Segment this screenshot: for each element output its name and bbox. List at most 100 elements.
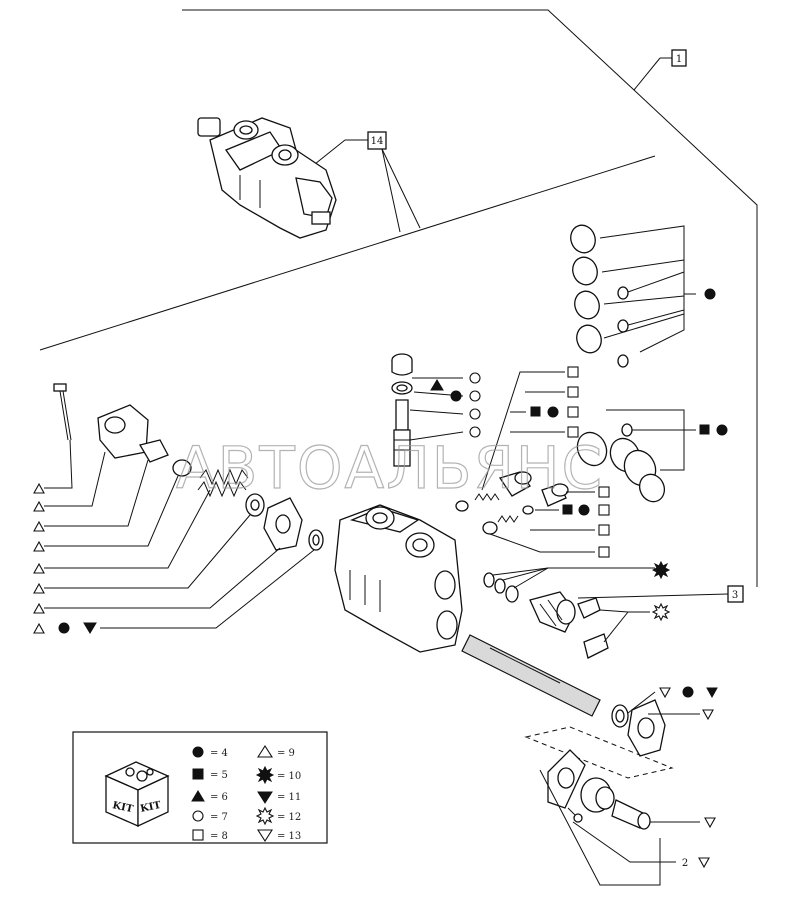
open-circle-symbol <box>469 408 481 420</box>
filled-circle-symbol <box>704 288 716 300</box>
piston-cap[interactable] <box>580 777 615 813</box>
open-triangle-up-symbol <box>33 500 45 512</box>
o-ring-set-lower[interactable] <box>572 409 696 506</box>
complete-valve-assembly[interactable] <box>197 117 337 239</box>
kit-label-right: KIT <box>139 800 162 815</box>
seal-rings-row[interactable] <box>483 567 655 603</box>
filled-square-symbol <box>699 424 710 435</box>
left-seal-ring[interactable] <box>308 529 324 551</box>
open-star-symbol <box>651 602 671 622</box>
open-triangle-down-symbol <box>659 687 671 699</box>
spring-cover[interactable] <box>97 404 149 459</box>
filled-triangle-down-symbol <box>706 687 718 699</box>
legend-filled-circle-icon <box>192 746 204 758</box>
legend-open-square-icon <box>192 829 204 841</box>
open-triangle-up-symbol <box>33 582 45 594</box>
leaders-left <box>44 439 315 629</box>
kit-label-left: KIT <box>111 800 134 815</box>
callout-14-label: 14 <box>371 136 384 147</box>
valve-body[interactable] <box>334 504 463 653</box>
poppet-plug[interactable] <box>498 471 532 497</box>
callout-1[interactable]: 1 <box>633 49 687 91</box>
washer-top[interactable] <box>391 381 413 395</box>
callout-14[interactable]: 14 <box>309 131 421 233</box>
filled-circle-symbol <box>58 622 70 634</box>
legend-entry-10: = 10 <box>277 771 301 782</box>
open-triangle-up-symbol <box>33 540 45 552</box>
filled-triangle-down-symbol <box>83 622 97 634</box>
legend-entry-7: = 7 <box>210 812 228 823</box>
open-triangle-down-symbol <box>702 709 714 721</box>
plunger[interactable] <box>393 399 411 467</box>
open-triangle-up-symbol <box>33 622 45 634</box>
legend-entry-11: = 11 <box>277 792 301 803</box>
spring-retainer[interactable] <box>245 493 265 517</box>
open-triangle-down-symbol <box>698 857 710 869</box>
open-square-symbol <box>567 386 579 398</box>
filled-square-symbol <box>562 504 573 515</box>
left-cover-plate[interactable] <box>263 497 303 551</box>
adjuster-caps[interactable] <box>577 597 609 659</box>
open-triangle-up-symbol <box>33 482 45 494</box>
filled-circle-symbol <box>716 424 728 436</box>
callout-3-box[interactable] <box>727 585 744 603</box>
legend-entry-8: = 8 <box>210 831 228 842</box>
relief-spring-lower[interactable] <box>482 505 534 535</box>
mounting-flange[interactable] <box>547 749 586 809</box>
plug-shaft[interactable] <box>611 799 651 830</box>
open-square-symbol <box>598 546 610 558</box>
open-square-symbol <box>567 426 579 438</box>
open-triangle-up-symbol <box>33 520 45 532</box>
open-circle-symbol <box>469 390 481 402</box>
check-plug[interactable] <box>541 483 569 507</box>
kit-box-icon: KIT KIT <box>104 761 170 828</box>
legend-filled-star-icon <box>255 765 275 785</box>
filled-circle-symbol <box>450 390 462 402</box>
open-square-symbol <box>567 406 579 418</box>
legend-filled-square-icon <box>192 768 204 780</box>
legend-entry-4: = 4 <box>210 748 228 759</box>
open-square-symbol <box>598 504 610 516</box>
filled-circle-symbol <box>682 686 694 698</box>
filled-triangle-symbol <box>430 379 444 391</box>
callout-3-label: 3 <box>732 590 738 601</box>
open-square-symbol <box>598 486 610 498</box>
legend-open-star-icon <box>255 806 275 826</box>
open-circle-symbol <box>469 372 481 384</box>
spool[interactable] <box>461 634 601 717</box>
legend-filled-triangle-down-icon <box>257 791 273 804</box>
relief-valve-cartridge[interactable] <box>529 591 576 633</box>
bolt[interactable] <box>567 807 583 823</box>
open-triangle-up-symbol <box>33 562 45 574</box>
relief-spring-upper[interactable] <box>455 493 500 512</box>
legend-open-triangle-down-icon <box>256 829 274 843</box>
watermark-text: АВТОАЛЬЯНС <box>176 434 604 502</box>
callout-2[interactable]: 2 <box>539 769 710 886</box>
spring-seat[interactable] <box>138 439 192 477</box>
legend-filled-triangle-icon <box>191 790 205 802</box>
end-cover-seal[interactable] <box>611 704 629 728</box>
centering-spring[interactable] <box>197 468 249 498</box>
legend-entry-12: = 12 <box>277 812 301 823</box>
cap-screw[interactable] <box>53 383 72 441</box>
legend-entry-13: = 13 <box>277 831 301 842</box>
leaders-right-squares <box>481 371 595 553</box>
legend-entry-9: = 9 <box>277 748 295 759</box>
detail-outline <box>524 726 674 779</box>
cap-nut[interactable] <box>391 353 413 376</box>
open-triangle-down-symbol <box>704 817 716 829</box>
legend-entry-5: = 5 <box>210 770 228 781</box>
kit-legend: KIT KIT = 4 = 5 = 6 = 7 = 8 = 9 = 10 = 1… <box>72 731 328 844</box>
legend-open-circle-icon <box>192 810 204 822</box>
callout-1-label: 1 <box>676 54 682 65</box>
legend-open-triangle-up-icon <box>256 744 274 758</box>
filled-circle-symbol <box>547 406 559 418</box>
o-ring-set-upper[interactable] <box>567 222 696 368</box>
open-square-symbol <box>598 524 610 536</box>
callout-2-label: 2 <box>682 858 688 869</box>
filled-circle-symbol <box>578 504 590 516</box>
filled-square-symbol <box>530 406 541 417</box>
open-circle-symbol <box>469 426 481 438</box>
open-square-symbol <box>567 366 579 378</box>
